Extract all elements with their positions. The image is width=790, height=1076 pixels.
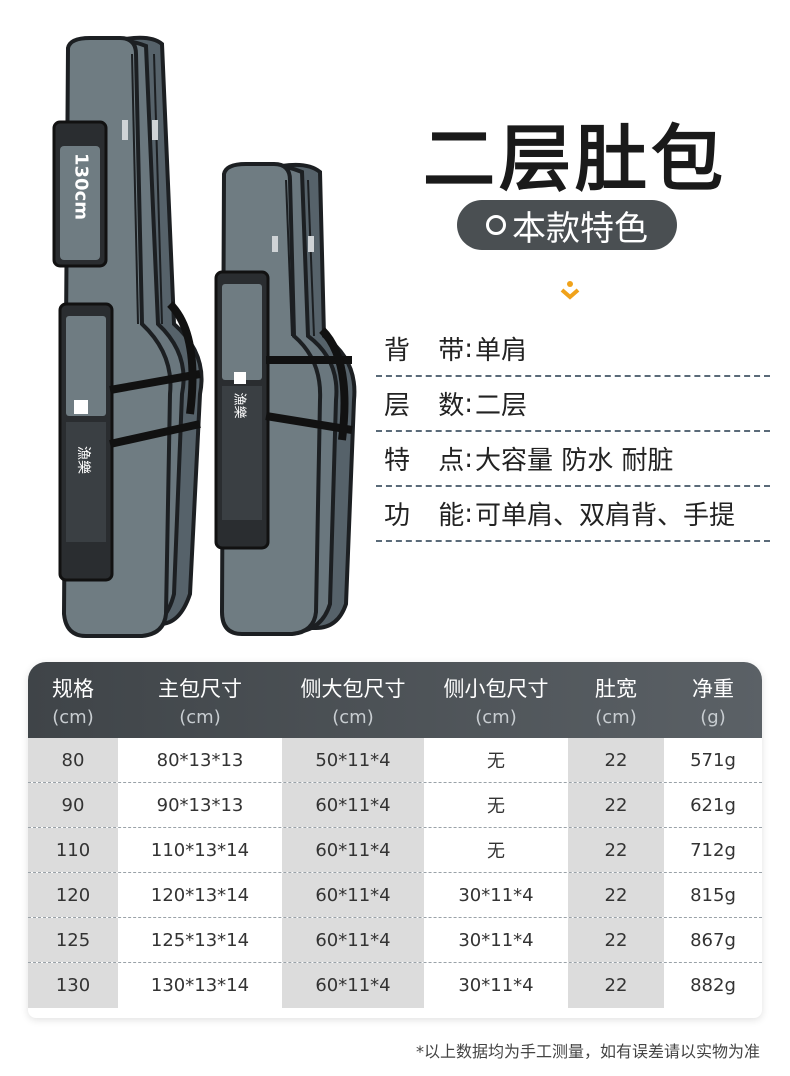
table-cell: 22: [568, 828, 664, 872]
table-body: 80 80*13*13 50*11*4 无 22 571g 90 90*13*1…: [28, 738, 762, 1008]
table-cell: 571g: [690, 749, 736, 771]
table-cell: 22: [568, 873, 664, 917]
feature-colon: :: [464, 388, 474, 419]
table-cell: 60*11*4: [282, 783, 424, 827]
table-row: 120 120*13*14 60*11*4 30*11*4 22 815g: [28, 873, 762, 918]
header-label: 肚宽: [595, 676, 637, 701]
table-cell: 30*11*4: [458, 884, 534, 906]
product-image-small-bag: [212, 160, 362, 638]
measurement-note: *以上数据均为手工测量，如有误差请以实物为准: [415, 1042, 760, 1061]
header-cell: 侧小包尺寸 (cm): [424, 662, 568, 738]
table-header: 规格 (cm) 主包尺寸 (cm) 侧大包尺寸 (cm) 侧小包尺寸 (cm) 肚宽 (c…: [28, 662, 762, 738]
table-cell: 22: [568, 963, 664, 1008]
table-cell: 621g: [690, 794, 736, 816]
feature-value: 二层: [475, 391, 528, 421]
spec-table: 规格 (cm) 主包尺寸 (cm) 侧大包尺寸 (cm) 侧小包尺寸 (cm) 肚宽 (c…: [28, 662, 762, 1018]
feature-row: 功 能 : 可单肩、双肩背、手提: [376, 487, 770, 542]
header-label: 主包尺寸: [158, 676, 242, 701]
table-cell: 60*11*4: [282, 828, 424, 872]
table-cell: 120*13*14: [150, 884, 250, 906]
table-cell: 712g: [690, 839, 736, 861]
table-cell: 90*13*13: [156, 794, 244, 816]
header-cell: 规格 (cm): [28, 662, 118, 738]
feature-list: 背 带 : 单肩 层 数 : 二层 特 点 : 大容量 防水 耐脏 功 能 : …: [376, 322, 770, 542]
table-cell: 867g: [690, 929, 736, 951]
table-row: 80 80*13*13 50*11*4 无 22 571g: [28, 738, 762, 783]
table-cell: 60*11*4: [282, 873, 424, 917]
feature-row: 特 点 : 大容量 防水 耐脏: [376, 432, 770, 487]
header-cell: 净重 (g): [664, 662, 762, 738]
table-cell: 110*13*14: [150, 839, 250, 861]
table-cell: 无: [487, 841, 505, 862]
header-unit: (cm): [52, 706, 94, 728]
header-cell: 肚宽 (cm): [568, 662, 664, 738]
chevron-down-icon: [560, 281, 580, 300]
table-cell: 125*13*14: [150, 929, 250, 951]
header-cell: 主包尺寸 (cm): [118, 662, 282, 738]
table-row: 90 90*13*13 60*11*4 无 22 621g: [28, 783, 762, 828]
table-cell: 125: [28, 918, 118, 962]
table-row: 130 130*13*14 60*11*4 30*11*4 22 882g: [28, 963, 762, 1008]
table-cell: 90: [28, 783, 118, 827]
feature-key: 层 数: [384, 391, 475, 421]
table-cell: 60*11*4: [282, 918, 424, 962]
table-cell: 30*11*4: [458, 975, 534, 996]
header-unit: (g): [700, 706, 726, 728]
header-label: 净重: [692, 676, 734, 701]
table-cell: 130: [28, 963, 118, 1008]
feature-value: 大容量 防水 耐脏: [475, 446, 674, 476]
table-cell: 882g: [690, 975, 736, 996]
table-cell: 22: [568, 783, 664, 827]
feature-badge: 本款特色: [457, 200, 677, 250]
product-image-large-bag: [50, 34, 210, 640]
feature-row: 背 带 : 单肩: [376, 322, 770, 377]
feature-row: 层 数 : 二层: [376, 377, 770, 432]
header-unit: (cm): [595, 706, 637, 728]
header-label: 侧小包尺寸: [443, 676, 549, 701]
header-cell: 侧大包尺寸 (cm): [282, 662, 424, 738]
table-cell: 80*13*13: [156, 749, 244, 771]
table-cell: 110: [28, 828, 118, 872]
bag-size-label: 130cm: [70, 153, 92, 220]
header-unit: (cm): [332, 706, 374, 728]
feature-key: 背 带: [384, 336, 475, 366]
feature-value: 单肩: [475, 336, 528, 366]
header-unit: (cm): [179, 706, 221, 728]
table-cell: 30*11*4: [458, 929, 534, 951]
feature-colon: :: [464, 498, 474, 529]
table-cell: 120: [28, 873, 118, 917]
page-title: 二层肚包: [422, 117, 727, 201]
table-cell: 无: [487, 751, 505, 772]
table-cell: 50*11*4: [282, 738, 424, 782]
table-cell: 无: [487, 796, 505, 817]
feature-value: 可单肩、双肩背、手提: [475, 501, 736, 531]
feature-key: 功 能: [384, 501, 475, 531]
brand-label-large: 漁樂: [75, 446, 91, 474]
table-row: 110 110*13*14 60*11*4 无 22 712g: [28, 828, 762, 873]
table-cell: 22: [568, 738, 664, 782]
header-label: 规格: [52, 676, 94, 701]
table-cell: 130*13*14: [150, 975, 250, 996]
table-row: 125 125*13*14 60*11*4 30*11*4 22 867g: [28, 918, 762, 963]
feature-key: 特 点: [384, 446, 475, 476]
brand-label-small: 漁樂: [231, 392, 247, 419]
header-unit: (cm): [475, 706, 517, 728]
header-label: 侧大包尺寸: [300, 676, 406, 701]
feature-colon: :: [464, 443, 474, 474]
circle-icon: [486, 215, 506, 235]
table-cell: 22: [568, 918, 664, 962]
table-cell: 80: [28, 738, 118, 782]
table-cell: 815g: [690, 884, 736, 906]
feature-badge-label: 本款特色: [512, 208, 648, 249]
table-cell: 60*11*4: [282, 963, 424, 1008]
feature-colon: :: [464, 333, 474, 364]
